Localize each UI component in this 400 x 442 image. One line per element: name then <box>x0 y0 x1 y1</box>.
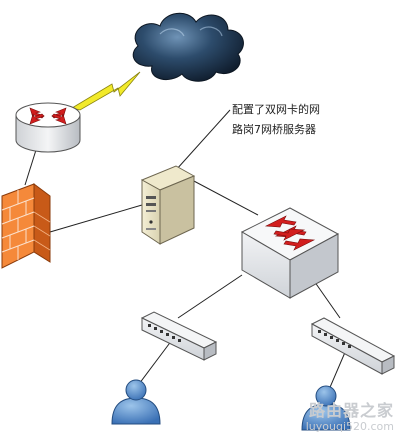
watermark-name: 路由器之家 <box>308 401 394 420</box>
annotation-label: 配置了双网卡的网 路岗7网桥服务器 <box>232 100 382 140</box>
link-firewall-server <box>49 204 143 233</box>
access-switch-right-icon <box>310 317 396 375</box>
internet-cloud-icon <box>132 12 244 82</box>
core-switch-icon <box>240 207 340 299</box>
annotation-leader-line <box>175 109 231 171</box>
link-hub-user-left <box>135 339 173 389</box>
firewall-icon <box>1 183 51 269</box>
link-hub-user-right <box>327 349 347 393</box>
watermark-url: luyouqi520.com <box>305 420 394 433</box>
access-switch-left-icon <box>140 311 218 361</box>
link-server-switch <box>191 179 259 216</box>
annotation-line-2: 路岗7网桥服务器 <box>232 123 316 136</box>
server-icon <box>140 165 196 245</box>
watermark: 路由器之家 luyouqi520.com <box>306 402 394 434</box>
link-router-firewall <box>24 149 37 186</box>
annotation-line-1: 配置了双网卡的网 <box>232 103 320 116</box>
links <box>24 109 347 393</box>
lightning-icon <box>70 71 141 111</box>
user-left-icon <box>111 379 161 425</box>
router-icon <box>15 102 81 153</box>
link-switch-hub-left <box>177 274 243 319</box>
user-right-icon <box>301 385 351 431</box>
link-switch-hub-right <box>311 277 341 319</box>
